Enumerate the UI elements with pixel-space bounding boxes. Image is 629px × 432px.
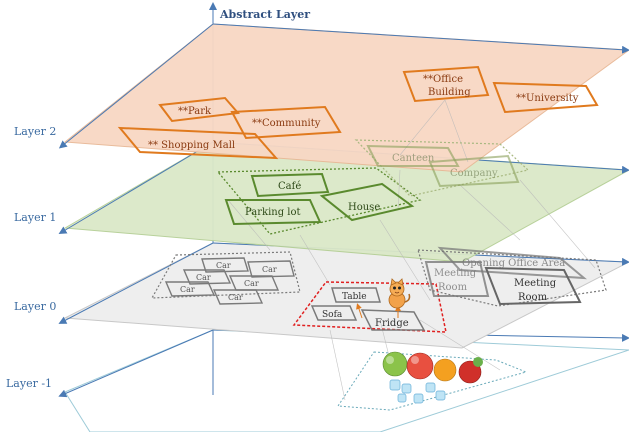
- car-label: Car: [228, 293, 243, 302]
- layer0-car-dotted-area: [150, 251, 301, 299]
- car-box: Car: [247, 260, 295, 278]
- opening-office-area-label: Opening Office Area: [462, 258, 565, 269]
- layer-1-label: Layer 1: [14, 211, 56, 224]
- layer2-community-box: **Community: [230, 105, 342, 140]
- cat-arrow-table: [356, 303, 363, 319]
- company-label: Company: [450, 168, 498, 179]
- layer-1-plane: [63, 141, 629, 263]
- layer2-shopping-mall-box: ** Shopping Mall: [117, 126, 279, 160]
- layer-2-label: Layer 2: [14, 125, 56, 138]
- car-box: Car: [164, 281, 216, 297]
- fridge-box: Fridge: [360, 309, 426, 331]
- table-label: Table: [342, 292, 367, 302]
- car-label: Car: [180, 285, 195, 294]
- sofa-box: Sofa: [310, 305, 358, 321]
- layer-2-axis-right: [212, 23, 629, 54]
- projection-lines: [227, 99, 596, 401]
- layer2-office-building-box: **Office Building: [402, 65, 490, 103]
- meeting-room-b-box: Meeting Room: [484, 266, 582, 306]
- table-box: Table: [331, 287, 381, 303]
- shopping-mall-label: ** Shopping Mall: [148, 140, 235, 151]
- abstract-layer-title: Abstract Layer: [219, 8, 310, 21]
- car-box: Car: [201, 257, 249, 273]
- cat-icon: [388, 278, 411, 309]
- university-label: **University: [516, 93, 579, 104]
- car-box: Car: [182, 269, 232, 285]
- layer2-university-box: **University: [492, 81, 599, 114]
- fridge-label: Fridge: [375, 318, 409, 329]
- layer1-canteen-box: Canteen: [366, 144, 460, 167]
- car-label: Car: [196, 273, 211, 282]
- layer-0-axis: [58, 242, 214, 324]
- car-box: Car: [212, 289, 264, 305]
- house-label: House: [348, 202, 380, 213]
- cafe-label: Café: [278, 181, 301, 192]
- layer-minus1-axis: [58, 329, 214, 398]
- car-box: Car: [228, 275, 280, 291]
- layer0-office-dotted-area: [417, 249, 607, 307]
- office-building-label-2: Building: [428, 87, 471, 98]
- layer-0-plane: [63, 242, 629, 349]
- layer1-house-box: House: [319, 182, 415, 222]
- car-label: Car: [262, 265, 277, 274]
- layer1-cafe-box: Café: [250, 172, 330, 198]
- layer1-parking-lot-box: Parking lot: [224, 199, 322, 226]
- meeting-room-a-label-2: Room: [438, 282, 468, 293]
- layer-0-label: Layer 0: [14, 300, 56, 313]
- sofa-label: Sofa: [322, 310, 343, 320]
- community-label: **Community: [252, 118, 321, 129]
- ice-cubes-icon: [389, 379, 446, 404]
- meeting-room-b-label-1: Meeting: [514, 278, 557, 289]
- parking-lot-label: Parking lot: [245, 207, 301, 218]
- layer1-company-box: Company: [428, 154, 520, 188]
- meeting-room-b-label-2: Room: [518, 292, 548, 303]
- layer-1-axis: [58, 141, 214, 235]
- car-label: Car: [216, 261, 231, 270]
- layer-minus1-plane: [64, 329, 629, 432]
- apples-icon: [382, 351, 483, 384]
- canteen-label: Canteen: [392, 153, 435, 164]
- layer1-dotted-area: [216, 167, 422, 235]
- layer-2-axis: [58, 23, 214, 149]
- office-building-label-1: **Office: [423, 74, 463, 85]
- car-label: Car: [244, 279, 259, 288]
- layer2-park-box: **Park: [158, 96, 240, 123]
- layer-minus1-label: Layer -1: [6, 377, 52, 390]
- layer1-company-dotted-area: [354, 139, 530, 197]
- meeting-room-a-label-1: Meeting: [434, 268, 477, 279]
- meeting-room-a-box: Meeting Room: [424, 261, 490, 297]
- park-label: **Park: [178, 106, 212, 117]
